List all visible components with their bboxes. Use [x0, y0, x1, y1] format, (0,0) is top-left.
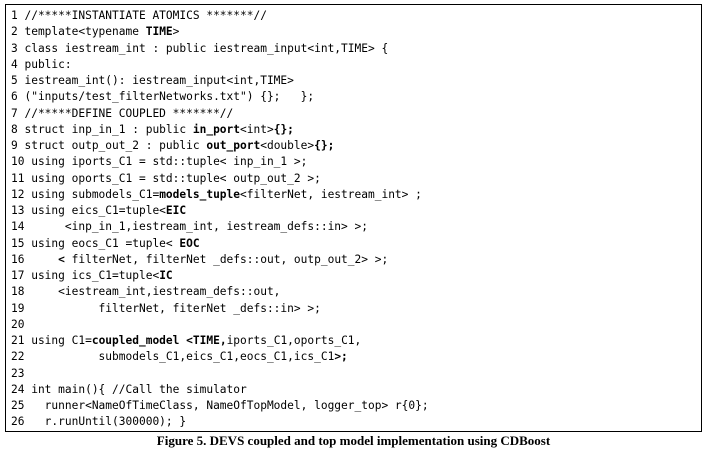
code-line: 10 using iports_C1 = std::tuple< inp_in_… — [11, 154, 701, 170]
code-keyword: IC — [159, 269, 173, 282]
code-text: 9 struct outp_out_2 : public — [11, 139, 207, 152]
code-line: 26 r.runUntil(300000); } — [11, 414, 701, 430]
code-text: 22 submodels_C1,eics_C1,eocs_C1,ics_C1 — [11, 350, 335, 364]
code-line: 9 struct outp_out_2 : public out_port<do… — [11, 138, 701, 154]
code-line: 22 submodels_C1,eics_C1,eocs_C1,ics_C1>; — [11, 349, 701, 365]
code-text: 1 //*****INSTANTIATE ATOMICS *******// — [11, 9, 267, 22]
code-line: 3 class iestream_int : public iestream_i… — [11, 41, 701, 57]
code-line: 20 — [11, 317, 701, 333]
code-text: 17 using ics_C1=tuple< — [11, 269, 160, 282]
code-keyword: models_tuple — [159, 187, 241, 201]
code-listing: 1 //*****INSTANTIATE ATOMICS *******// 2 … — [5, 4, 702, 432]
code-text: 18 <iestream_int,iestream_defs::out, — [11, 285, 281, 299]
code-line: 21 using C1=coupled_model <TIME,iports_C… — [11, 333, 701, 349]
code-line: 2 template<typename TIME> — [11, 24, 701, 40]
code-line: 11 using oports_C1 = std::tuple< outp_ou… — [11, 171, 701, 187]
code-text: 10 using iports_C1 = std::tuple< inp_in_… — [11, 155, 308, 169]
code-keyword: out_port — [206, 139, 261, 152]
code-text: 12 using submodels_C1= — [11, 187, 160, 201]
code-text: iports_C1,oports_C1, — [226, 334, 362, 347]
code-line: 19 filterNet, fiterNet _defs::in> >; — [11, 301, 701, 317]
code-keyword: TIME — [145, 25, 173, 39]
code-text: <filterNet, iestream_int> ; — [240, 187, 422, 201]
code-line: 18 <iestream_int,iestream_defs::out, — [11, 284, 701, 300]
code-line: 7 //*****DEFINE COUPLED *******// — [11, 106, 701, 122]
code-keyword: EIC — [165, 204, 187, 217]
code-line: 16 < filterNet, filterNet _defs::out, ou… — [11, 252, 701, 268]
code-text: 13 using eics_C1=tuple< — [11, 204, 166, 217]
code-text: <int> — [240, 122, 274, 136]
code-keyword: < — [58, 252, 65, 266]
code-keyword: >; — [334, 350, 348, 364]
code-text: 15 using eocs_C1 =tuple< — [11, 236, 180, 250]
code-line: 13 using eics_C1=tuple<EIC — [11, 203, 701, 219]
code-line: 23 — [11, 366, 701, 382]
code-text: 6 ("inputs/test_filterNetworks.txt") {};… — [11, 90, 315, 104]
code-text: 5 iestream_int(): iestream_input<int,TIM… — [11, 74, 294, 87]
code-text: 7 //*****DEFINE COUPLED *******// — [11, 106, 234, 120]
code-line: 5 iestream_int(): iestream_input<int,TIM… — [11, 73, 701, 89]
code-text: 16 — [11, 252, 59, 266]
code-text: 23 — [11, 366, 25, 380]
code-keyword: {}; — [273, 122, 294, 136]
code-line: 12 using submodels_C1=models_tuple<filte… — [11, 187, 701, 203]
code-line: 4 public: — [11, 57, 701, 73]
code-line: 17 using ics_C1=tuple<IC — [11, 268, 701, 284]
code-keyword: {}; — [314, 139, 335, 152]
code-text: 3 class iestream_int : public iestream_i… — [11, 41, 389, 55]
code-text: 20 — [11, 317, 25, 331]
code-text: > — [172, 25, 180, 39]
code-text: 4 public: — [11, 57, 72, 71]
code-keyword: <TIME, — [186, 334, 227, 347]
code-line: 6 ("inputs/test_filterNetworks.txt") {};… — [11, 89, 701, 105]
code-text: filterNet, filterNet _defs::out, outp_ou… — [64, 252, 389, 266]
code-keyword: coupled_model — [91, 334, 180, 347]
code-line: 15 using eocs_C1 =tuple< EOC — [11, 236, 701, 252]
code-line: 8 struct inp_in_1 : public in_port<int>{… — [11, 122, 701, 138]
code-text: 19 filterNet, fiterNet _defs::in> >; — [11, 301, 321, 315]
code-text: 11 using oports_C1 = std::tuple< outp_ou… — [11, 171, 321, 185]
code-keyword: EOC — [179, 236, 200, 250]
code-text: 21 using C1= — [11, 334, 92, 347]
code-line: 25 runner<NameOfTimeClass, NameOfTopMode… — [11, 398, 701, 414]
code-line: 1 //*****INSTANTIATE ATOMICS *******// — [11, 8, 701, 24]
code-line: 24 int main(){ //Call the simulator — [11, 382, 701, 398]
code-text: 25 runner<NameOfTimeClass, NameOfTopMode… — [11, 399, 429, 412]
code-text: <double> — [260, 139, 315, 152]
code-keyword: in_port — [192, 122, 241, 136]
code-text: 24 int main(){ //Call the simulator — [11, 382, 247, 396]
code-line: 14 <inp_in_1,iestream_int, iestream_defs… — [11, 219, 701, 235]
code-text: 14 <inp_in_1,iestream_int, iestream_defs… — [11, 220, 368, 234]
figure-caption: Figure 5. DEVS coupled and top model imp… — [156, 433, 551, 448]
code-text: 2 template<typename — [11, 25, 146, 39]
code-text: 26 r.runUntil(300000); } — [11, 415, 187, 429]
code-text: 8 struct inp_in_1 : public — [11, 122, 193, 136]
